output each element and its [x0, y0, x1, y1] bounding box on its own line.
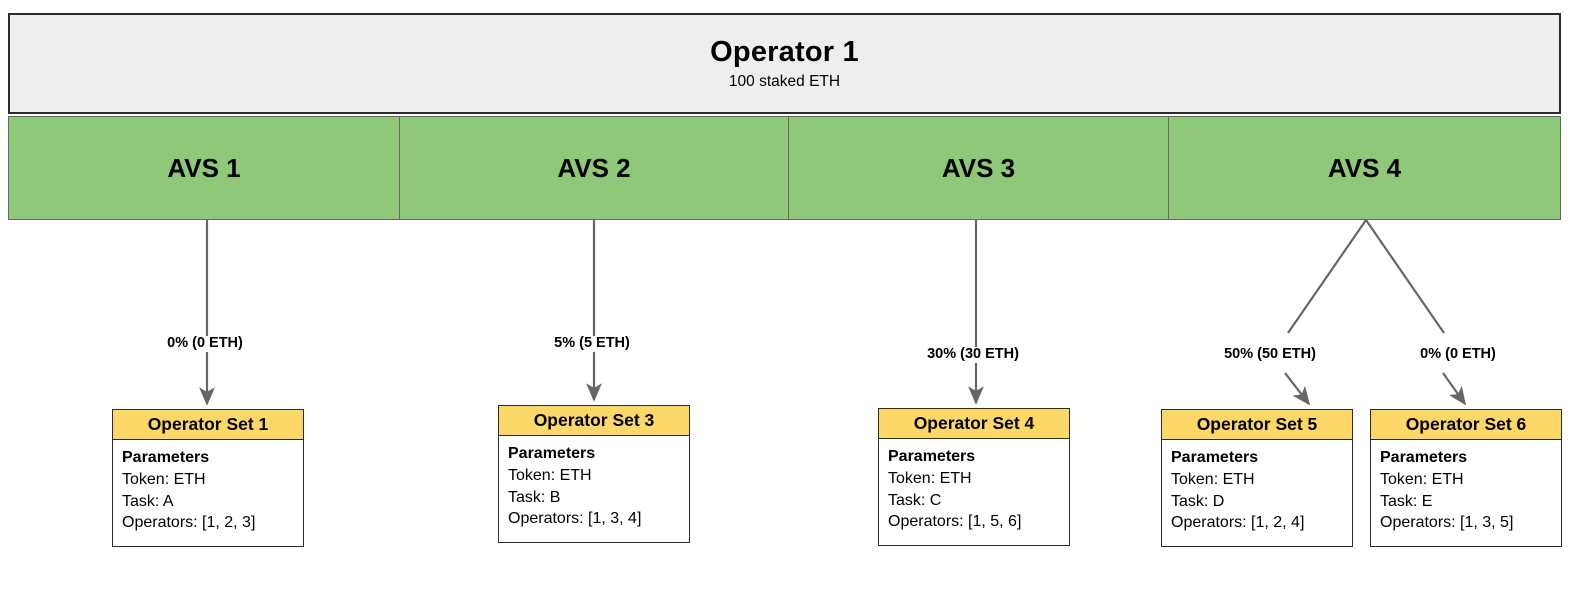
parameters-heading-4: Parameters: [888, 448, 976, 466]
avs-node-2[interactable]: AVS 2: [399, 116, 789, 220]
operator-set-title-3: Operator Set 3: [499, 406, 689, 437]
edge-label-avs1-opset1: 0% (0 ETH): [164, 335, 246, 352]
avs-row: AVS 1 AVS 2 AVS 3 AVS 4: [8, 116, 1561, 220]
parameter-task-3: Task: B: [508, 488, 561, 506]
edge-avs4-opset6: [1365, 219, 1467, 406]
operator-set-body-1: Parameters Token: ETH Task: A Operators:…: [113, 440, 303, 541]
parameter-task-4: Task: C: [888, 491, 942, 509]
operator-set-card-3[interactable]: Operator Set 3 Parameters Token: ETH Tas…: [498, 405, 690, 543]
operator-set-card-4[interactable]: Operator Set 4 Parameters Token: ETH Tas…: [878, 408, 1070, 546]
operator-set-body-4: Parameters Token: ETH Task: C Operators:…: [879, 439, 1069, 540]
edge-label-avs4-opset6: 0% (0 ETH): [1417, 346, 1499, 363]
operator-set-card-5[interactable]: Operator Set 5 Parameters Token: ETH Tas…: [1161, 409, 1353, 547]
parameters-heading-6: Parameters: [1380, 449, 1468, 467]
edge-label-avs2-opset3: 5% (5 ETH): [551, 335, 633, 352]
avs-label-2: AVS 2: [557, 152, 631, 183]
avs-node-3[interactable]: AVS 3: [788, 116, 1169, 220]
avs-node-4[interactable]: AVS 4: [1168, 116, 1561, 220]
parameters-heading-1: Parameters: [122, 449, 210, 467]
operator-set-body-5: Parameters Token: ETH Task: D Operators:…: [1162, 440, 1352, 541]
operator-set-title-4: Operator Set 4: [879, 409, 1069, 440]
parameter-operators-5: Operators: [1, 2, 4]: [1171, 514, 1305, 532]
parameter-operators-6: Operators: [1, 3, 5]: [1380, 514, 1514, 532]
operator-stake: 100 staked ETH: [728, 73, 841, 91]
operator-set-body-6: Parameters Token: ETH Task: E Operators:…: [1371, 440, 1561, 541]
avs-node-1[interactable]: AVS 1: [8, 116, 400, 220]
edge-label-avs3-opset4: 30% (30 ETH): [924, 346, 1022, 363]
avs-label-3: AVS 3: [941, 152, 1016, 183]
parameter-operators-1: Operators: [1, 2, 3]: [122, 514, 256, 532]
avs-label-1: AVS 1: [167, 152, 241, 183]
operator-set-title-1: Operator Set 1: [113, 410, 303, 441]
operator-set-title-6: Operator Set 6: [1371, 410, 1561, 441]
parameter-token-3: Token: ETH: [508, 466, 592, 484]
parameter-token-6: Token: ETH: [1380, 470, 1464, 488]
edge-avs4-opset5: [1284, 219, 1367, 406]
parameter-token-5: Token: ETH: [1171, 470, 1255, 488]
parameter-token-4: Token: ETH: [888, 469, 972, 487]
parameters-heading-5: Parameters: [1171, 449, 1259, 467]
parameter-task-1: Task: A: [122, 492, 174, 510]
parameter-operators-4: Operators: [1, 5, 6]: [888, 513, 1022, 531]
parameter-token-1: Token: ETH: [122, 470, 206, 488]
operator-set-card-1[interactable]: Operator Set 1 Parameters Token: ETH Tas…: [112, 409, 304, 547]
avs-label-4: AVS 4: [1327, 152, 1402, 183]
operator-set-body-3: Parameters Token: ETH Task: B Operators:…: [499, 436, 689, 537]
parameter-operators-3: Operators: [1, 3, 4]: [508, 510, 642, 528]
parameter-task-6: Task: E: [1380, 492, 1433, 510]
operator-title: Operator 1: [710, 35, 859, 68]
edge-label-avs4-opset5: 50% (50 ETH): [1221, 346, 1319, 363]
parameter-task-5: Task: D: [1171, 492, 1225, 510]
parameters-heading-3: Parameters: [508, 445, 596, 463]
operator-set-card-6[interactable]: Operator Set 6 Parameters Token: ETH Tas…: [1370, 409, 1562, 547]
operator-node[interactable]: Operator 1 100 staked ETH: [8, 13, 1561, 114]
operator-set-title-5: Operator Set 5: [1162, 410, 1352, 441]
